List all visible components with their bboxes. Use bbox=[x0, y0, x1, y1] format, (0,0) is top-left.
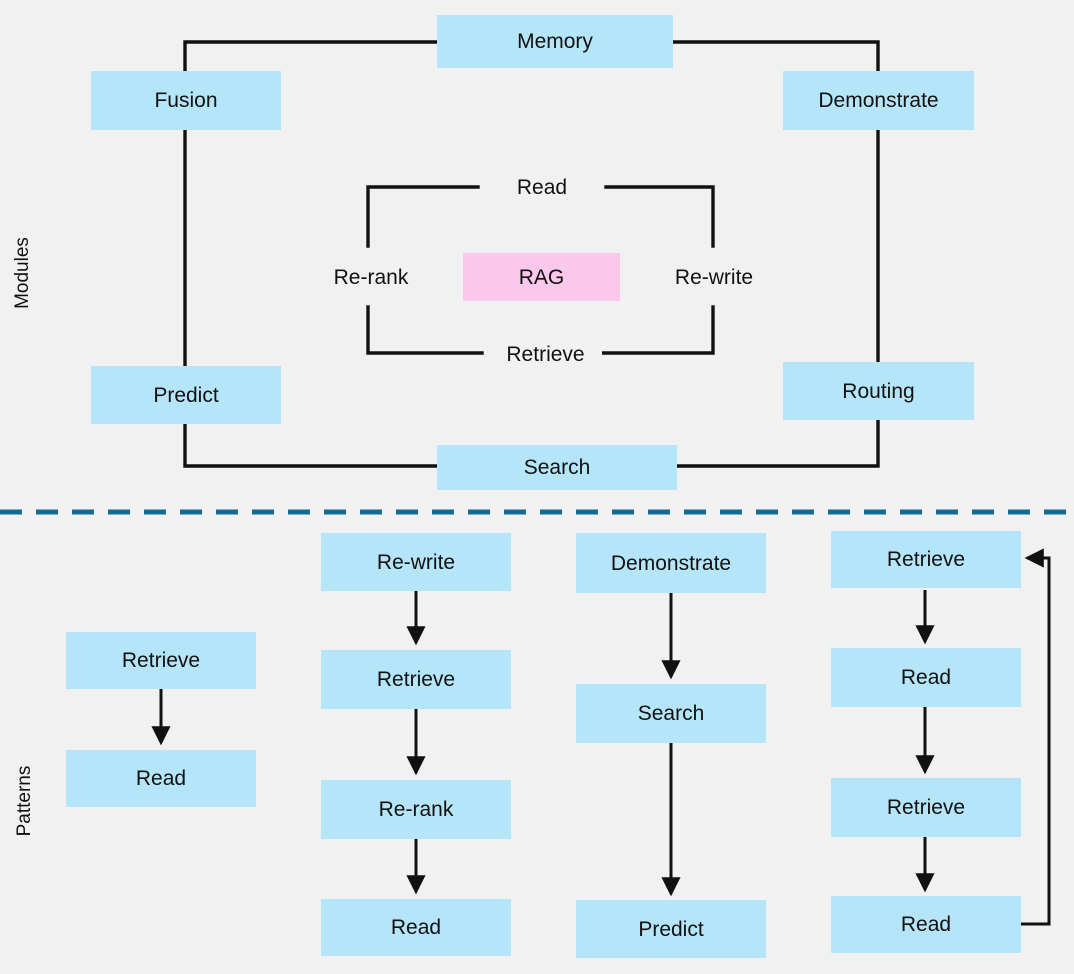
module-box-predict[interactable]: Predict bbox=[91, 366, 281, 424]
pattern-3-step-3[interactable]: Predict bbox=[576, 900, 766, 958]
module-box-fusion[interactable]: Fusion bbox=[91, 71, 281, 130]
pattern-4-step-1[interactable]: Retrieve bbox=[831, 531, 1021, 588]
pattern-2-step-3[interactable]: Re-rank bbox=[321, 780, 511, 839]
module-center-label-retrieve[interactable]: Retrieve bbox=[489, 339, 602, 369]
module-center-read-text: Read bbox=[516, 175, 568, 199]
pattern-2-step-4[interactable]: Read bbox=[321, 899, 511, 956]
pattern-4-arrows bbox=[915, 548, 1051, 926]
pattern-4-step-4-label: Read bbox=[900, 913, 952, 936]
pattern-4-feedback-loop bbox=[1021, 548, 1051, 926]
section-label-patterns: Patterns bbox=[14, 765, 35, 837]
pattern-2-step-4-label: Read bbox=[390, 916, 442, 939]
module-box-demonstrate-label: Demonstrate bbox=[818, 89, 939, 112]
module-center-retrieve-text: Retrieve bbox=[506, 342, 585, 366]
pattern-4-step-3[interactable]: Retrieve bbox=[831, 778, 1021, 837]
module-box-search-label: Search bbox=[523, 456, 591, 479]
bracket-bottom-right bbox=[601, 305, 715, 355]
module-center-label-read[interactable]: Read bbox=[488, 172, 596, 202]
pattern-2-step-1[interactable]: Re-write bbox=[321, 533, 511, 591]
bracket-top-right bbox=[604, 185, 715, 248]
pattern-2-step-3-label: Re-rank bbox=[378, 798, 454, 821]
pattern-4-step-3-label: Retrieve bbox=[886, 796, 966, 819]
pattern-4-step-4[interactable]: Read bbox=[831, 896, 1021, 953]
bracket-bottom-left bbox=[366, 305, 484, 355]
pattern-3-step-2-label: Search bbox=[637, 702, 705, 725]
module-box-routing-label: Routing bbox=[842, 379, 915, 403]
pattern-3-step-2[interactable]: Search bbox=[576, 684, 766, 743]
module-core-rag[interactable]: RAG bbox=[463, 253, 620, 301]
pattern-2-step-1-label: Re-write bbox=[376, 550, 456, 574]
module-box-memory-label: Memory bbox=[517, 30, 593, 53]
module-box-demonstrate[interactable]: Demonstrate bbox=[783, 71, 974, 130]
module-box-predict-label: Predict bbox=[153, 383, 219, 407]
pattern-3-step-3-label: Predict bbox=[638, 917, 704, 941]
module-center-re-write-text: Re-write bbox=[674, 265, 754, 289]
pattern-2-step-2[interactable]: Retrieve bbox=[321, 650, 511, 709]
module-box-routing[interactable]: Routing bbox=[783, 362, 974, 420]
module-center-label-re-rank[interactable]: Re-rank bbox=[312, 262, 430, 292]
pattern-3-step-1[interactable]: Demonstrate bbox=[576, 533, 766, 593]
module-box-search[interactable]: Search bbox=[437, 445, 677, 490]
module-box-fusion-label: Fusion bbox=[154, 89, 218, 112]
pattern-4-step-2-label: Read bbox=[900, 666, 952, 689]
pattern-1-step-2[interactable]: Read bbox=[66, 750, 256, 807]
pattern-3-step-1-label: Demonstrate bbox=[610, 551, 732, 575]
section-label-modules: Modules bbox=[12, 237, 33, 309]
pattern-4-step-1-label: Retrieve bbox=[886, 548, 966, 571]
module-center-label-re-write[interactable]: Re-write bbox=[653, 262, 775, 292]
pattern-2-step-2-label: Retrieve bbox=[376, 668, 456, 691]
pattern-4-step-2[interactable]: Read bbox=[831, 648, 1021, 707]
bracket-top-left bbox=[366, 185, 480, 248]
pattern-1-step-1-label: Retrieve bbox=[121, 649, 201, 672]
pattern-1-step-1[interactable]: Retrieve bbox=[66, 632, 256, 689]
module-core-rag-label: RAG bbox=[518, 265, 565, 289]
module-box-memory[interactable]: Memory bbox=[437, 15, 673, 68]
module-center-re-rank-text: Re-rank bbox=[333, 265, 409, 289]
pattern-1-step-2-label: Read bbox=[135, 767, 187, 790]
